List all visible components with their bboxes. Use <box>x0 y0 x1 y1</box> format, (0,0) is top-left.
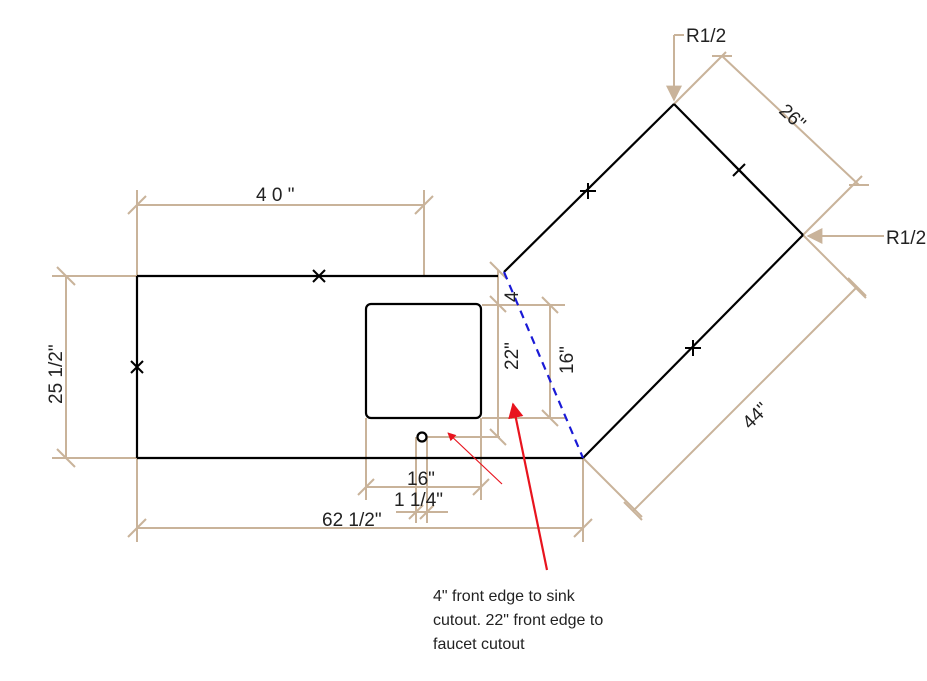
dim-left-tick-bottom <box>56 448 76 468</box>
edge-mark-left <box>130 360 144 374</box>
edge-mark-wing-left <box>580 183 596 199</box>
label-faucet-gap: 1 1/4" <box>394 490 443 511</box>
dim-bottom-tick-left <box>127 518 147 538</box>
dimension-labels: 4 0 " 25 1/2" 62 1/2" 16" 1 1/4" 22" 16"… <box>46 26 926 531</box>
dimension-lines <box>52 34 884 542</box>
note-line-2: cutout. 22" front edge to <box>433 612 604 629</box>
note-line-1: 4" front edge to sink <box>433 588 575 605</box>
sink-cutout <box>364 302 483 420</box>
dim-sink-tick-right <box>472 478 490 496</box>
dim-top-tick-right <box>414 195 434 215</box>
seam-diagonal-dashed <box>502 271 585 459</box>
countertop-outline <box>135 103 804 460</box>
label-top-length: 4 0 " <box>256 185 294 206</box>
label-sink-small: 4 <box>502 291 523 302</box>
label-radius-top: R1/2 <box>686 26 726 47</box>
label-faucet-offset: 22" <box>502 342 523 370</box>
annotation-note: 4" front edge to sink cutout. 22" front … <box>433 585 693 657</box>
dim-44-tick-bottom <box>623 501 643 521</box>
label-wing-length: 44" <box>739 399 774 434</box>
dim-26-line <box>721 55 860 186</box>
label-radius-right: R1/2 <box>886 228 926 249</box>
label-sink-width: 16" <box>407 469 435 490</box>
edge-marks <box>130 163 746 374</box>
dim-44-extension-bottom <box>582 457 643 518</box>
dim-44-line <box>632 286 858 512</box>
note-line-3: faucet cutout <box>433 636 525 653</box>
dim-top-tick-left <box>127 195 147 215</box>
dim-faucet-tick-right <box>419 504 435 520</box>
dim-bottom-tick-right <box>573 518 593 538</box>
edge-mark-wing-right <box>685 340 701 356</box>
label-sink-offset: 16" <box>557 346 578 374</box>
annotation-arrow-faucet <box>447 432 503 485</box>
label-overall-length: 62 1/2" <box>322 510 382 531</box>
dim-16v-tick-top <box>541 296 559 314</box>
faucet-hole <box>416 431 428 443</box>
edge-mark-wing-end <box>732 163 746 177</box>
label-left-depth: 25 1/2" <box>46 344 67 404</box>
dim-sink-tick-left <box>357 478 375 496</box>
dim-22-tick-bottom <box>489 428 507 446</box>
dim-16v-tick-bottom <box>541 409 559 427</box>
dim-26-extension-top <box>673 51 727 105</box>
dim-left-tick-top <box>56 266 76 286</box>
edge-mark-top <box>312 269 326 283</box>
dim-faucet-tick-left <box>408 504 424 520</box>
annotation-arrow-main <box>508 402 549 571</box>
dim-44-tick-top <box>847 277 867 297</box>
label-wing-end: 26" <box>775 100 810 134</box>
dim-4-tick <box>489 261 507 279</box>
